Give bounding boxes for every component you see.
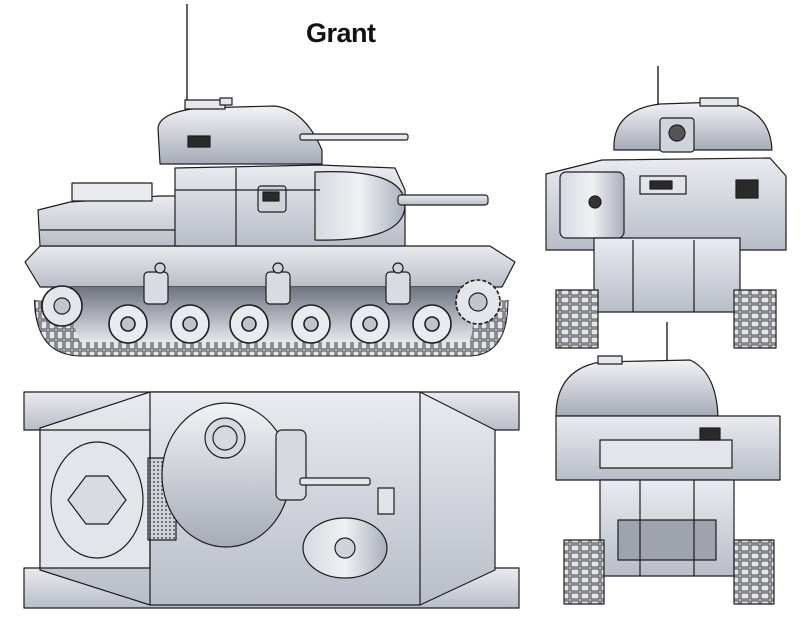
front-view	[545, 66, 787, 349]
side-view	[24, 4, 516, 357]
page-title: Grant	[306, 18, 376, 48]
top-view	[23, 391, 520, 609]
rear-view	[555, 322, 781, 605]
